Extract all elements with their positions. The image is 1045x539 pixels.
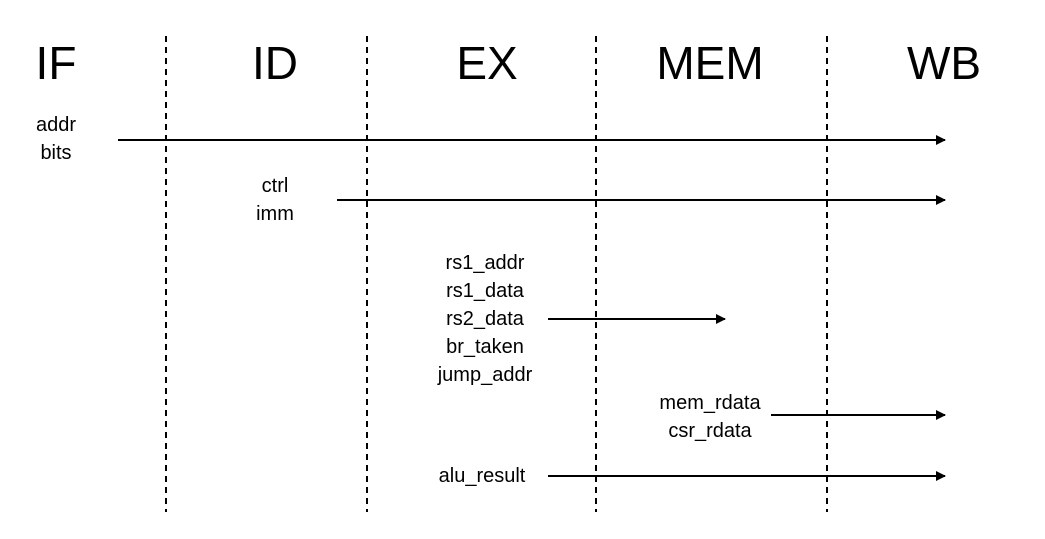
signal-group-mem: mem_rdata csr_rdata <box>640 389 780 445</box>
signal-group-alu: alu_result <box>412 462 552 490</box>
signal-label: jump_addr <box>437 364 533 386</box>
signal-label: rs1_data <box>446 280 524 302</box>
signal-group-ex: rs1_addr rs1_data rs2_data br_taken jump… <box>422 249 548 389</box>
stage-label-mem: MEM <box>656 37 764 89</box>
stage-label-wb: WB <box>906 37 982 89</box>
signal-label: rs1_addr <box>445 252 525 274</box>
signal-label: imm <box>256 203 294 225</box>
stage-label-if: IF <box>35 37 77 89</box>
stage-label-id: ID <box>252 37 298 89</box>
signal-label: csr_rdata <box>668 420 752 442</box>
signal-label: ctrl <box>261 175 289 197</box>
signal-group-if: addr bits <box>28 111 84 167</box>
signal-label: br_taken <box>446 336 524 358</box>
signal-label: rs2_data <box>446 308 524 330</box>
signal-label: mem_rdata <box>659 392 761 414</box>
signal-label: bits <box>40 142 72 164</box>
signal-group-id: ctrl imm <box>240 172 310 228</box>
signal-label: addr <box>35 114 77 136</box>
stage-label-ex: EX <box>456 37 518 89</box>
signal-label: alu_result <box>438 465 526 487</box>
